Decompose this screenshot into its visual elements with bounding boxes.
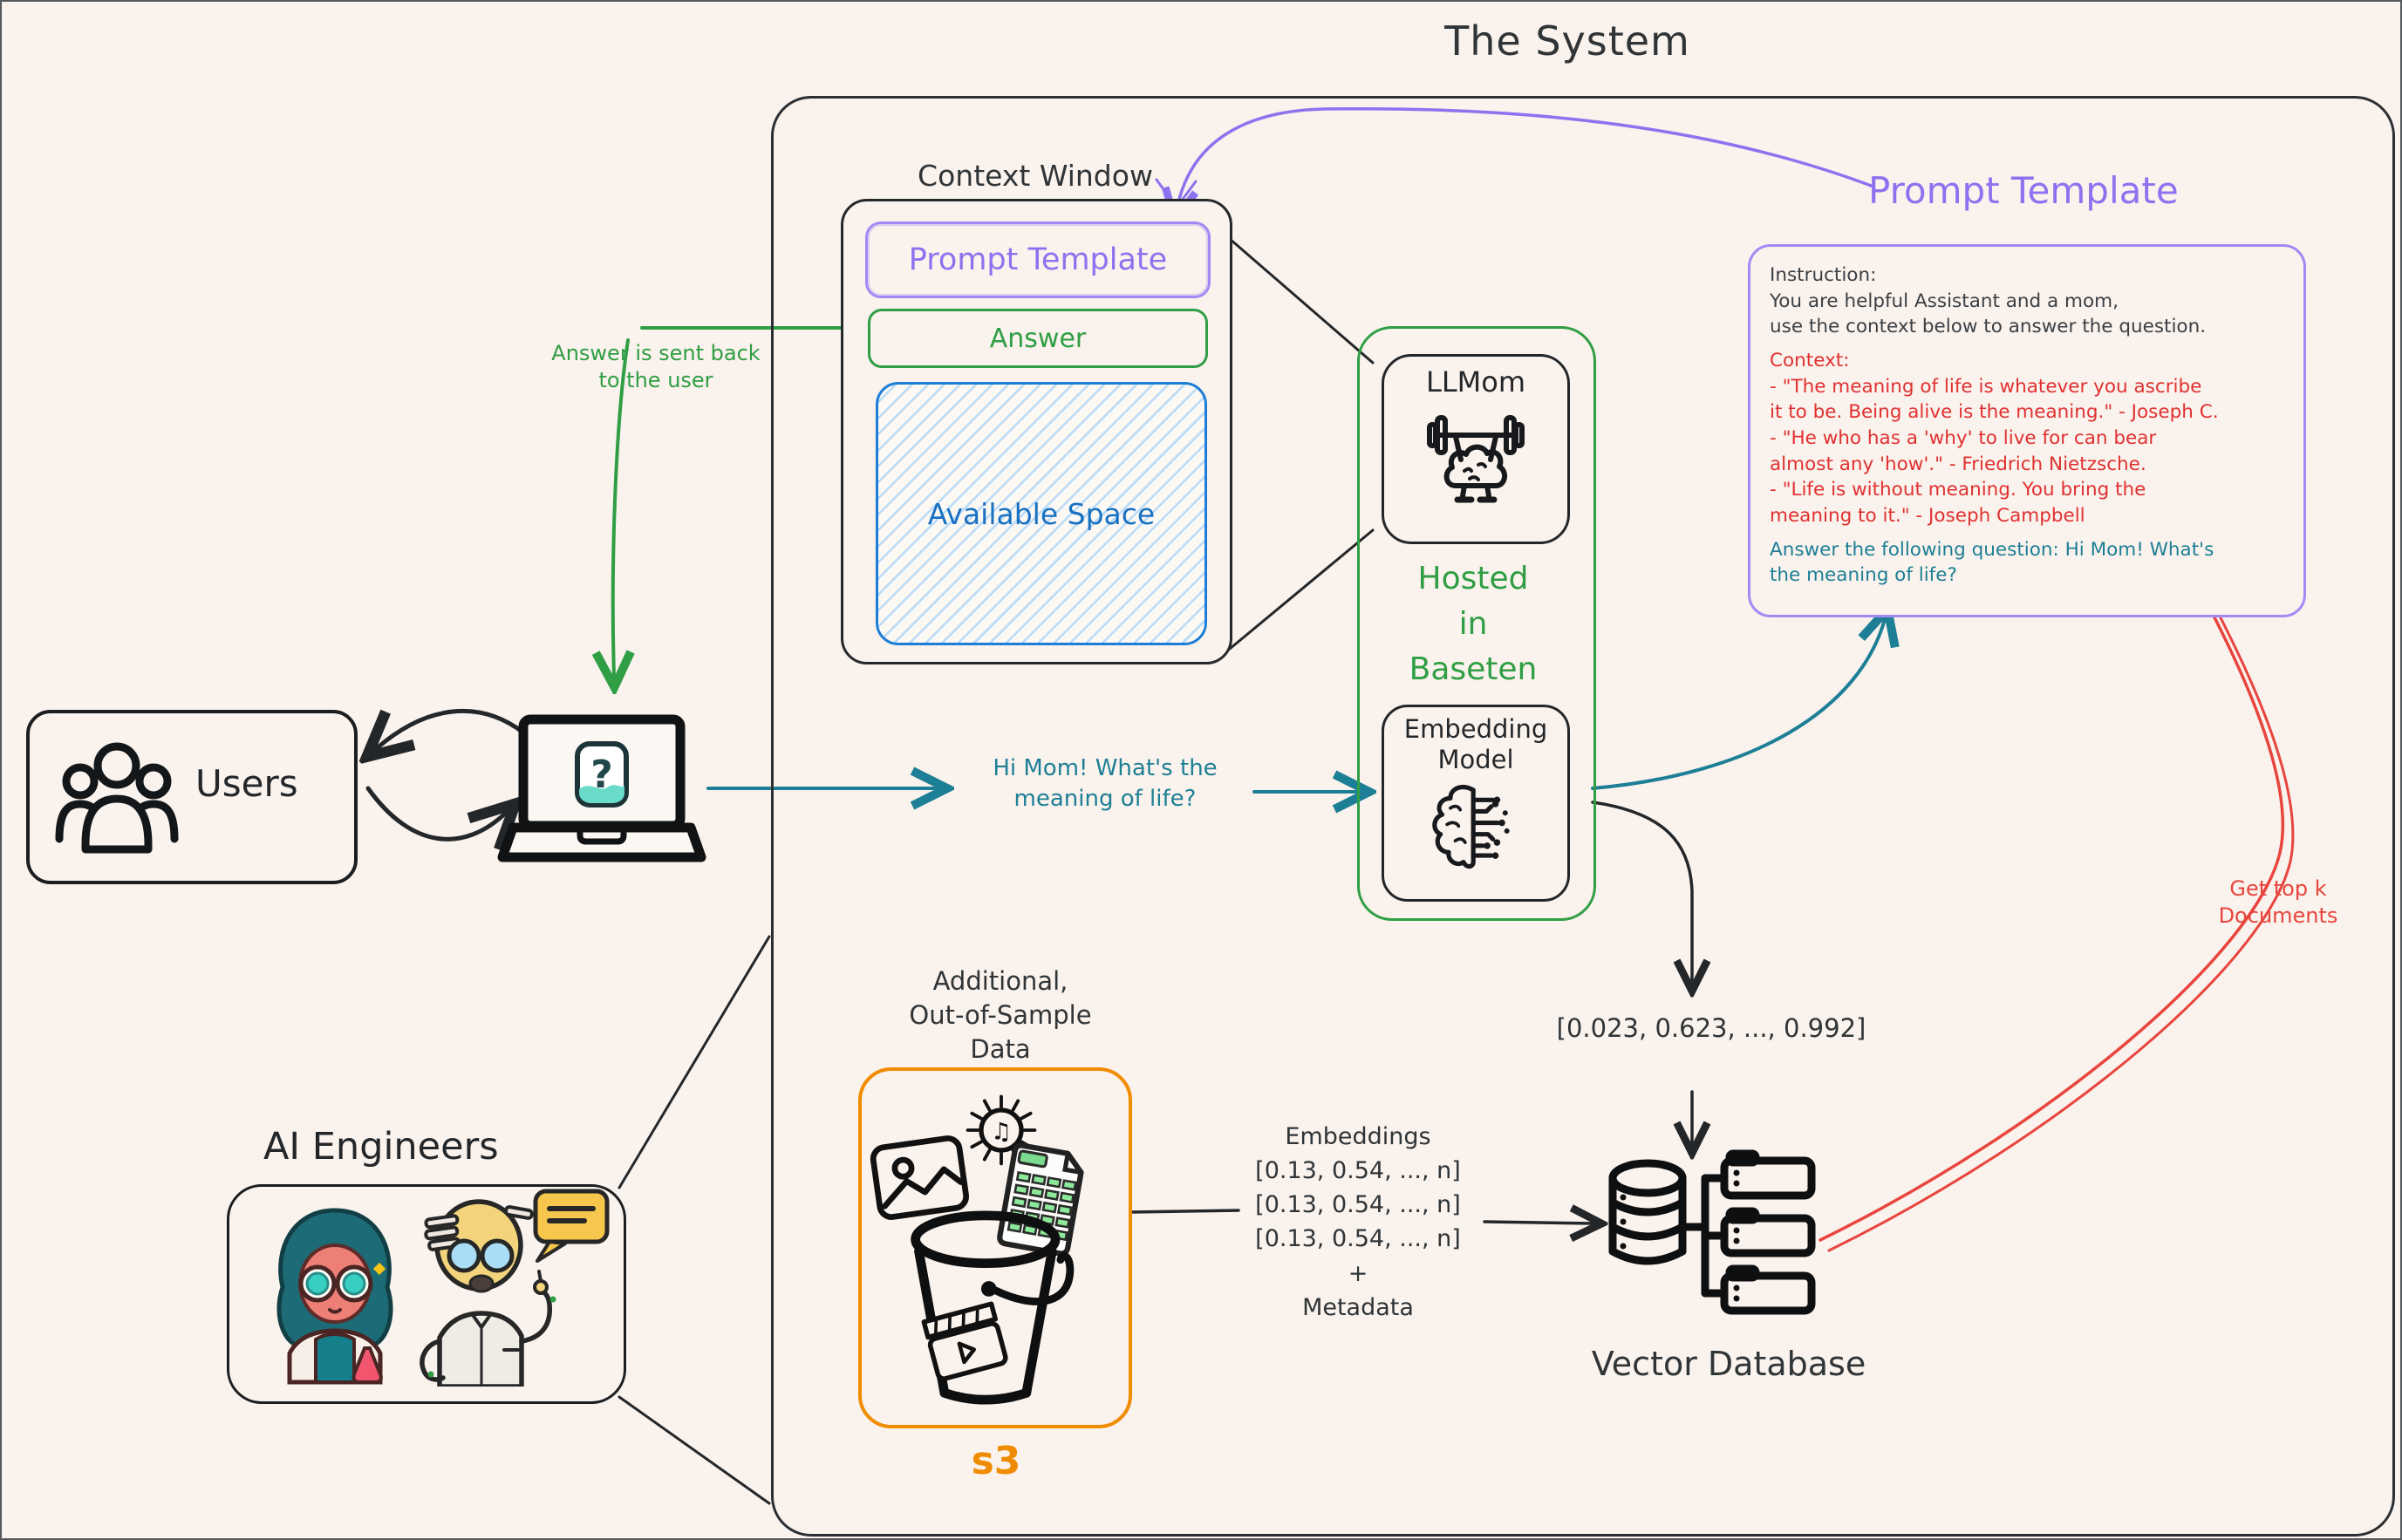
hi-mom-query-note: Hi Mom! What's the meaning of life? — [993, 755, 1218, 813]
prompt-template-instruction-box: Instruction: You are helpful Assistant a… — [1748, 244, 2306, 617]
system-boundary-box — [771, 96, 2395, 1537]
instruction-line: You are helpful Assistant and a mom, — [1770, 290, 2119, 312]
baseten-line1: Hosted — [1417, 560, 1529, 596]
instruction-line: - "The meaning of life is whatever you a… — [1770, 375, 2202, 398]
svg-text:♫: ♫ — [991, 1119, 1012, 1146]
baseten-label: Hosted in Baseten — [1383, 544, 1563, 705]
answer-slot: Answer — [868, 309, 1208, 368]
embeddings-block: Embeddings [0.13, 0.54, ..., n] [0.13, 0… — [1223, 1120, 1493, 1325]
s3-bucket-box — [858, 1067, 1132, 1428]
embedding-row: [0.13, 0.54, ..., n] — [1255, 1157, 1461, 1185]
brain-circuit-icon — [1432, 784, 1510, 869]
woman-scientist-avatar — [276, 1208, 393, 1385]
instruction-line: Context: — [1770, 349, 1850, 371]
photo-icon — [870, 1135, 970, 1220]
baseten-line3: Baseten — [1409, 651, 1538, 688]
music-audio-icon: ♫ — [966, 1094, 1037, 1166]
embeddings-metadata: Metadata — [1302, 1293, 1414, 1321]
query-vector-text: [0.023, 0.623, ..., 0.992] — [1556, 1013, 1866, 1043]
funnel-ai-system-top — [618, 935, 771, 1189]
additional-data-label: Additional, Out-of-Sample Data — [909, 966, 1092, 1065]
arrow-users-to-laptop — [365, 786, 506, 839]
vector-database-label: Vector Database — [1591, 1345, 1866, 1383]
embeddings-title: Embeddings — [1285, 1123, 1431, 1150]
llmom-box: LLMom — [1382, 354, 1570, 544]
available-space-label: Available Space — [927, 496, 1156, 531]
prompt-template-title: Prompt Template — [1868, 169, 2179, 212]
old-man-scientist-avatar — [420, 1189, 610, 1387]
clapperboard-icon — [921, 1301, 1008, 1381]
answer-sent-back-note: Answer is sent back to the user — [551, 341, 761, 393]
instruction-line: - "Life is without meaning. You bring th… — [1770, 479, 2146, 501]
funnel-ai-system-bottom — [618, 1395, 771, 1505]
users-label: Users — [195, 762, 298, 805]
brain-lifting-weights-icon — [1427, 415, 1525, 503]
answer-slot-label: Answer — [989, 323, 1087, 354]
instruction-line: it to be. Being alive is the meaning." -… — [1770, 401, 2219, 424]
embedding-row: [0.13, 0.54, ..., n] — [1255, 1191, 1461, 1219]
embedding-model-label: Embedding Model — [1403, 714, 1548, 774]
page-title: The System — [1444, 17, 1690, 65]
prompt-template-slot-label: Prompt Template — [908, 242, 1168, 277]
embeddings-plus: + — [1348, 1259, 1368, 1287]
available-space-slot: Available Space — [876, 382, 1207, 645]
ai-engineers-label: AI Engineers — [263, 1125, 499, 1169]
prompt-template-slot: Prompt Template — [865, 221, 1211, 298]
instruction-line: use the context below to answer the ques… — [1770, 316, 2207, 338]
three-people-icon — [55, 742, 179, 854]
embedding-model-box: Embedding Model — [1382, 705, 1570, 902]
laptop-question-icon: ? — [497, 714, 706, 862]
context-window-label: Context Window — [918, 159, 1153, 193]
instruction-line: almost any 'how'." - Friedrich Nietzsche… — [1770, 453, 2146, 475]
embedding-row: [0.13, 0.54, ..., n] — [1255, 1225, 1461, 1253]
baseten-line2: in — [1458, 605, 1488, 642]
instruction-line: the meaning of life? — [1770, 564, 1957, 587]
spreadsheet-icon — [997, 1142, 1084, 1257]
s3-label: s3 — [971, 1439, 1021, 1483]
instruction-line: - "He who has a 'why' to live for can be… — [1770, 426, 2157, 449]
laptop-question-glyph: ? — [590, 753, 613, 797]
instruction-line: Answer the following question: Hi Mom! W… — [1770, 538, 2214, 561]
llmom-label: LLMom — [1425, 365, 1525, 399]
instruction-line: Instruction: — [1770, 264, 1877, 286]
instruction-line: meaning to it." - Joseph Campbell — [1770, 504, 2085, 527]
database-folders-icon — [1608, 1149, 1816, 1315]
get-top-k-note: Get top k Documents — [2218, 876, 2338, 929]
